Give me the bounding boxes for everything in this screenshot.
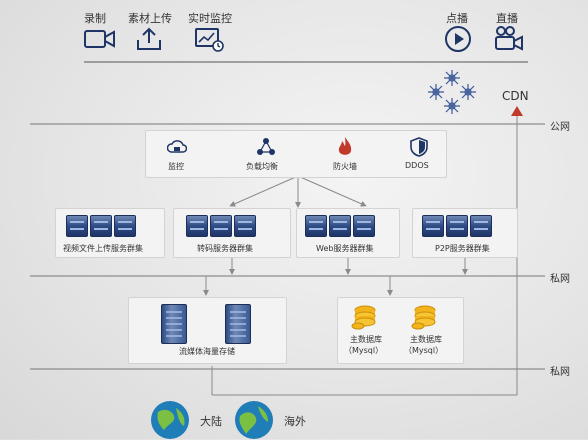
- transcode-cluster-box: 转码服务器群集: [173, 208, 291, 258]
- private-net-label-1: 私网: [550, 274, 570, 285]
- public-net-label: 公网: [550, 122, 570, 133]
- live-camera-icon: [495, 26, 523, 51]
- database-icon: [411, 305, 436, 330]
- firewall-label: 防火墙: [333, 162, 357, 171]
- upload-label: 素材上传: [128, 12, 172, 25]
- private-net-label-2: 私网: [550, 367, 570, 378]
- p2p-cluster-box: P2P服务器群集: [412, 208, 518, 258]
- server-icon: [329, 215, 351, 237]
- server-icon: [210, 215, 232, 237]
- monitor-chart-icon: [195, 28, 224, 52]
- realtime-monitor-label: 实时监控: [188, 12, 232, 25]
- mainland-label: 大陆: [200, 415, 222, 428]
- server-icon: [234, 215, 256, 237]
- overseas-label: 海外: [284, 415, 306, 428]
- record-label: 录制: [84, 12, 106, 25]
- database-2-engine: （Mysql）: [404, 346, 444, 355]
- globe-mainland-icon: [151, 401, 189, 439]
- security-layer-box: [145, 130, 447, 178]
- cdn-nodes-icon: [428, 70, 476, 114]
- ddos-label: DDOS: [405, 161, 429, 170]
- database-1-name: 主数据库: [350, 335, 382, 344]
- p2p-cluster-label: P2P服务器群集: [435, 244, 490, 253]
- server-icon: [446, 215, 468, 237]
- ddos-shield-icon: [410, 137, 428, 157]
- server-icon: [305, 215, 327, 237]
- server-icon: [353, 215, 375, 237]
- database-icon: [351, 305, 376, 330]
- live-label: 直播: [496, 12, 518, 25]
- server-icon: [114, 215, 136, 237]
- upload-icon: [137, 27, 161, 50]
- web-cluster-label: Web服务器群集: [316, 244, 374, 253]
- server-icon: [470, 215, 492, 237]
- storage-array-icon: [225, 304, 251, 344]
- storage-box: 流媒体海量存储: [128, 297, 287, 364]
- server-icon: [422, 215, 444, 237]
- upload-cluster-label: 视频文件上传服务群集: [63, 244, 143, 253]
- cdn-label: CDN: [502, 89, 529, 103]
- upload-cluster-box: 视频文件上传服务群集: [55, 208, 165, 258]
- database-box: 主数据库 （Mysql） 主数据库 （Mysql）: [337, 297, 464, 364]
- cdn-arrow-icon: [511, 106, 523, 116]
- monitor-label: 监控: [168, 162, 184, 171]
- transcode-cluster-label: 转码服务器群集: [197, 244, 253, 253]
- web-cluster-servers: [305, 215, 375, 237]
- server-icon: [90, 215, 112, 237]
- monitor-cloud-icon: [167, 140, 187, 153]
- upload-cluster-servers: [66, 215, 136, 237]
- database-1-engine: （Mysql）: [344, 346, 384, 355]
- database-2-name: 主数据库: [410, 335, 442, 344]
- vod-label: 点播: [446, 12, 468, 25]
- p2p-cluster-servers: [422, 215, 492, 237]
- storage-array-icon: [161, 304, 187, 344]
- server-icon: [66, 215, 88, 237]
- transcode-cluster-servers: [186, 215, 256, 237]
- firewall-flame-icon: [338, 137, 352, 155]
- web-cluster-box: Web服务器群集: [296, 208, 400, 258]
- server-icon: [186, 215, 208, 237]
- storage-label: 流媒体海量存储: [179, 347, 235, 356]
- play-circle-icon: [445, 26, 471, 52]
- load-balance-label: 负载均衡: [246, 162, 278, 171]
- video-camera-icon: [84, 30, 115, 48]
- globe-overseas-icon: [235, 401, 273, 439]
- load-balance-icon: [257, 138, 275, 155]
